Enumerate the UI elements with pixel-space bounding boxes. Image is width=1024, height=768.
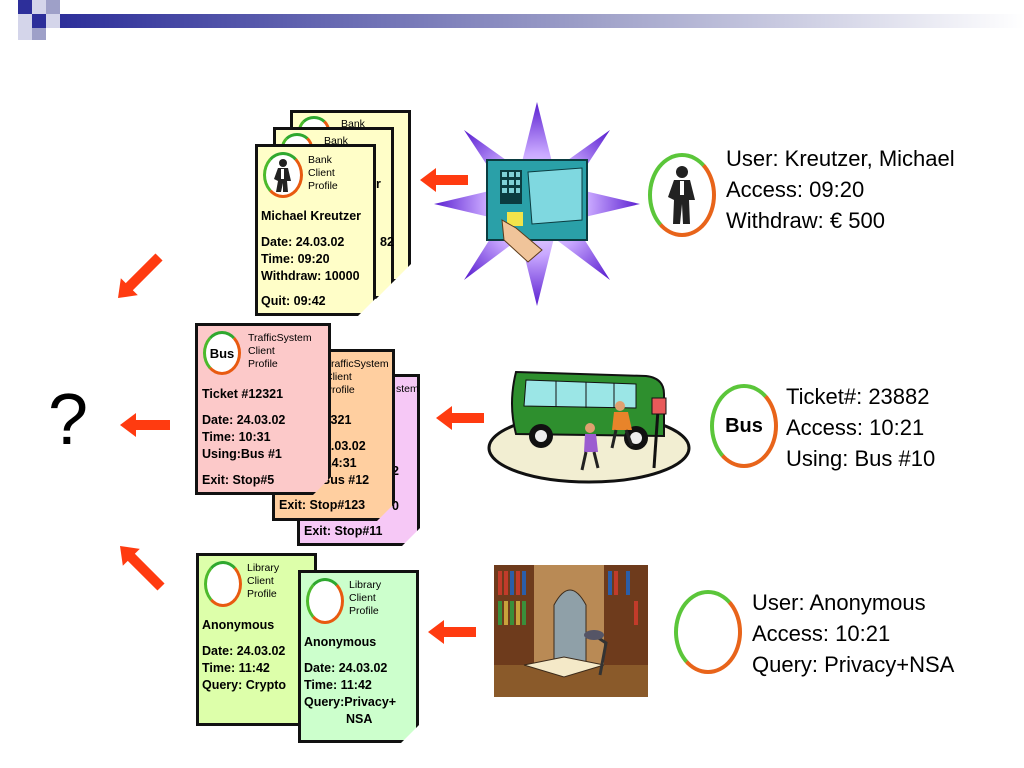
- arrow-down-left-icon: [118, 253, 163, 298]
- bus-illustration: [487, 370, 691, 484]
- traffic-info-line: Access: 10:21: [786, 415, 925, 440]
- library-profile-card-back: Library Client Profile Anonymous Date: 2…: [196, 553, 317, 726]
- library-card-name: Anonymous: [304, 635, 377, 649]
- atm-illustration: [434, 102, 640, 306]
- traffic-card-exit: Exit: Stop#11: [304, 524, 383, 538]
- library-card-header-line: Library: [349, 579, 382, 591]
- library-card-line: Date: 24.03.02: [304, 661, 388, 675]
- library-card-line: Query:Privacy+: [304, 695, 397, 709]
- arrow-up-left-icon: [120, 546, 165, 591]
- user-avatar-ring: [648, 153, 716, 237]
- library-info-line: User: Anonymous: [752, 590, 926, 615]
- library-card-header-line: Client: [247, 575, 274, 587]
- bank-card-quit: Quit: 09:42: [261, 294, 326, 308]
- traffic-card-peek: 0: [392, 499, 399, 513]
- bank-card-header-line: Profile: [308, 180, 338, 192]
- traffic-card-peek: 2: [392, 464, 399, 478]
- traffic-card-line: Using:Bus #1: [202, 447, 282, 461]
- bank-info-line: User: Kreutzer, Michael: [726, 146, 955, 171]
- arrow-left-icon: [428, 620, 476, 644]
- library-card-header-line: Profile: [247, 588, 277, 600]
- decorative-header-bar: [18, 0, 1024, 40]
- bank-card-peek: 82: [380, 235, 394, 249]
- bank-card-header-line: Client: [308, 167, 335, 179]
- bank-card-line: Date: 24.03.02: [261, 235, 345, 249]
- traffic-card-header-line: Client: [248, 345, 275, 357]
- traffic-card-header-line: Profile: [248, 358, 278, 370]
- traffic-info-line: Ticket#: 23882: [786, 384, 930, 409]
- bank-card-line: Withdraw: 10000: [261, 269, 360, 283]
- library-info-line: Access: 10:21: [752, 621, 891, 646]
- arrow-left-icon: [420, 168, 468, 192]
- bank-profile-card-front: Bank Client Profile Michael Kreutzer Dat…: [255, 144, 376, 316]
- book-icon: [523, 656, 605, 678]
- library-card-header-line: Library: [247, 562, 280, 574]
- arrow-left-icon: [436, 406, 484, 430]
- traffic-card-ticket: Ticket #12321: [202, 387, 284, 401]
- bank-info-line: Access: 09:20: [726, 177, 865, 202]
- bank-card-peek: r: [376, 177, 381, 191]
- library-profile-card-front: Library Client Profile Anonymous Date: 2…: [298, 570, 419, 743]
- businessman-icon: [668, 166, 695, 224]
- traffic-card-header-line: TrafficSystem: [248, 332, 312, 344]
- anonymous-avatar-ring: [674, 590, 742, 674]
- traffic-card-exit: Exit: Stop#5: [202, 473, 275, 487]
- question-mark: ?: [48, 380, 89, 460]
- traffic-card-header-fragment: stem: [396, 383, 419, 395]
- banker-icon: [263, 152, 303, 198]
- library-card-header-line: Profile: [349, 605, 379, 617]
- library-card-line: NSA: [346, 712, 373, 726]
- bus-logo-ring: Bus: [710, 384, 778, 468]
- traffic-card-header-line: TrafficSystem: [325, 358, 389, 370]
- traffic-card-line: Date: 24.03.02: [202, 413, 286, 427]
- library-card-header-line: Client: [349, 592, 376, 604]
- library-card-name: Anonymous: [202, 618, 275, 632]
- traffic-card-header-line: Client: [325, 371, 352, 383]
- library-card-line: Date: 24.03.02: [202, 644, 286, 658]
- library-illustration: [494, 565, 648, 697]
- bank-card-header-line: Bank: [308, 154, 332, 166]
- library-logo: [306, 578, 344, 624]
- library-card-line: Query: Crypto: [202, 678, 287, 692]
- bus-logo: Bus: [203, 331, 241, 375]
- traffic-profile-card-front: Bus TrafficSystem Client Profile Ticket …: [195, 323, 331, 495]
- arrow-left-icon: [120, 413, 170, 437]
- traffic-card-exit: Exit: Stop#123: [279, 498, 366, 512]
- traffic-card-header-line: Profile: [325, 384, 355, 396]
- traffic-info-line: Using: Bus #10: [786, 446, 936, 471]
- bank-card-name: Michael Kreutzer: [261, 209, 362, 223]
- bank-info-line: Withdraw: € 500: [726, 208, 885, 233]
- library-info-line: Query: Privacy+NSA: [752, 652, 955, 677]
- library-card-line: Time: 11:42: [202, 661, 270, 675]
- bank-card-line: Time: 09:20: [261, 252, 330, 266]
- traffic-card-line: Time: 10:31: [202, 430, 271, 444]
- library-logo: [204, 561, 242, 607]
- library-card-line: Time: 11:42: [304, 678, 372, 692]
